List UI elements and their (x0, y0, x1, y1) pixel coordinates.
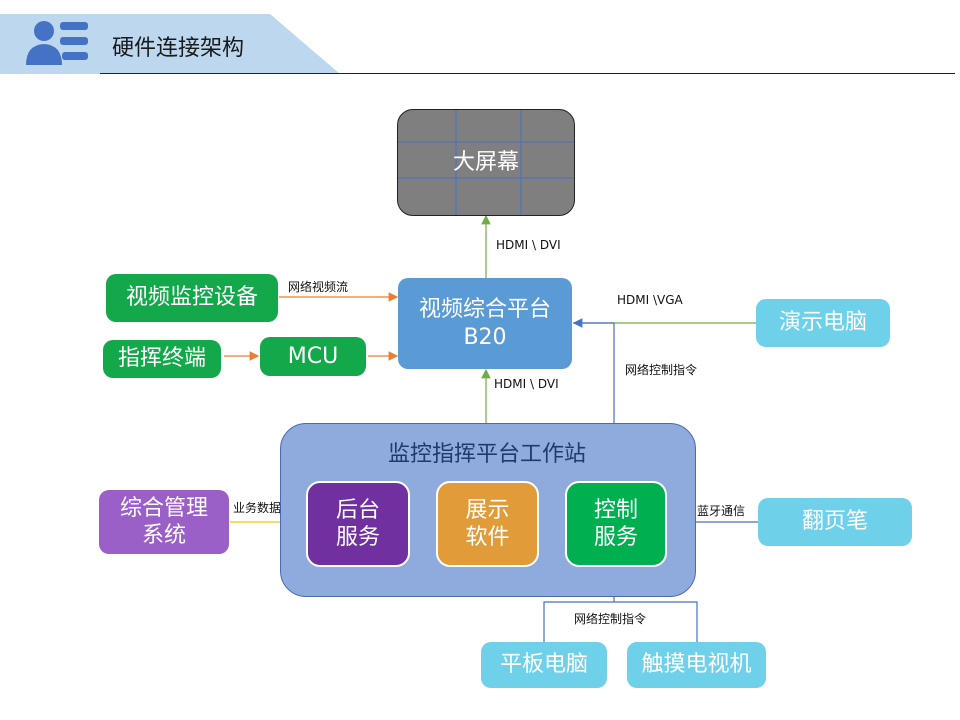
page-title: 硬件连接架构 (112, 36, 245, 61)
video-platform-label-line2: B20 (463, 324, 507, 350)
control-service-label-line2: 服务 (593, 525, 638, 550)
display-software-label-line2: 软件 (465, 525, 510, 550)
video-platform-node: 视频综合平台 B20 (398, 278, 572, 369)
backend-service-node: 后台 服务 (306, 481, 410, 567)
edge-label-hdmi-dvi-top: HDMI \ DVI (496, 238, 561, 252)
big-screen-node: 大屏幕 (397, 109, 575, 216)
command-terminal-label: 指挥终端 (117, 346, 206, 372)
video-monitor-device-node: 视频监控设备 (106, 274, 278, 322)
integrated-mgmt-node: 综合管理 系统 (99, 490, 229, 554)
display-software-node: 展示 软件 (436, 481, 539, 567)
integrated-mgmt-label-line1: 综合管理 (119, 495, 208, 521)
display-software-label-line1: 展示 (465, 497, 510, 523)
edge-tablet-touchtv-bus (543, 601, 698, 642)
control-service-label-line1: 控制 (593, 497, 638, 523)
edge-label-business-data: 业务数据 (233, 501, 282, 515)
header-divider (100, 73, 955, 74)
control-service-node: 控制 服务 (565, 481, 667, 567)
touch-tv-label: 触摸电视机 (641, 652, 752, 678)
backend-service-label-line1: 后台 (335, 497, 380, 523)
tablet-label: 平板电脑 (499, 652, 588, 678)
edge-label-network-control-lower: 网络控制指令 (574, 612, 647, 626)
demo-pc-node: 演示电脑 (756, 299, 890, 347)
touch-tv-node: 触摸电视机 (627, 642, 766, 688)
screen-grid (398, 110, 574, 215)
integrated-mgmt-label-line2: 系统 (141, 523, 186, 548)
tablet-node: 平板电脑 (481, 642, 607, 688)
edge-label-network-control-upper: 网络控制指令 (625, 363, 698, 377)
page-turner-label: 翻页笔 (801, 509, 868, 535)
edge-label-hdmi-vga: HDMI \VGA (617, 293, 683, 307)
mcu-node: MCU (260, 337, 366, 376)
backend-service-label-line2: 服务 (335, 525, 380, 550)
user-list-icon (26, 21, 88, 65)
mcu-label: MCU (287, 343, 339, 369)
big-screen-label: 大屏幕 (452, 149, 519, 175)
command-terminal-node: 指挥终端 (103, 340, 221, 378)
edge-label-hdmi-dvi-bottom: HDMI \ DVI (494, 377, 559, 391)
workstation-title: 监控指挥平台工作站 (387, 442, 586, 467)
video-monitor-device-label: 视频监控设备 (125, 285, 258, 311)
demo-pc-label: 演示电脑 (778, 310, 867, 336)
video-platform-label-line1: 视频综合平台 (418, 297, 551, 322)
edge-label-network-video-stream: 网络视频流 (288, 280, 349, 294)
edge-label-bluetooth: 蓝牙通信 (697, 504, 746, 518)
page-turner-node: 翻页笔 (758, 498, 912, 546)
